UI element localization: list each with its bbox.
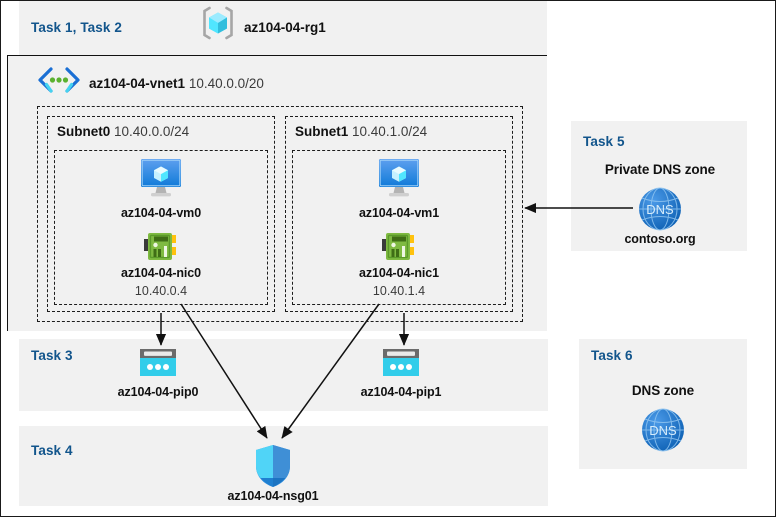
vm1-label: az104-04-vm1	[358, 206, 440, 220]
pip0-label: az104-04-pip0	[117, 385, 199, 399]
resource-group-name: az104-04-rg1	[244, 20, 326, 35]
nic0-label: az104-04-nic0	[121, 266, 201, 280]
subnet1-name: Subnet1	[295, 124, 349, 139]
subnet0-name: Subnet0	[57, 124, 111, 139]
virtual-machine-icon	[139, 158, 183, 198]
subnet1-inner-boundary	[292, 150, 506, 305]
task-label-4: Task 4	[31, 443, 73, 458]
virtual-machine-icon	[377, 158, 421, 198]
nic1-label: az104-04-nic1	[359, 266, 439, 280]
public-ip-address-icon	[138, 348, 178, 378]
network-interface-icon	[382, 231, 416, 263]
private-dns-heading: Private DNS zone	[604, 162, 716, 177]
subnet0-heading: Subnet0 10.40.0.0/24	[57, 124, 189, 139]
vnet-panel	[7, 55, 547, 331]
task-label-5: Task 5	[583, 134, 625, 149]
dns-icon-text: DNS	[646, 202, 674, 217]
network-interface-icon	[144, 231, 178, 263]
subnet0-cidr: 10.40.0.0/24	[114, 124, 190, 139]
vnet-address-space: 10.40.0.0/20	[188, 76, 264, 91]
virtual-network-icon	[37, 67, 81, 93]
vm0-label: az104-04-vm0	[120, 206, 202, 220]
task-label-1-2: Task 1, Task 2	[31, 20, 122, 35]
public-ip-panel	[19, 339, 548, 411]
subnet0-boundary	[47, 116, 275, 312]
network-security-group-shield-icon	[254, 444, 292, 488]
dns-globe-icon: DNS	[637, 186, 683, 232]
pip1-label: az104-04-pip1	[360, 385, 442, 399]
private-dns-name: contoso.org	[624, 232, 696, 246]
subnet1-heading: Subnet1 10.40.1.0/24	[295, 124, 427, 139]
resource-group-name-text: az104-04-rg1	[244, 20, 326, 35]
subnet0-inner-boundary	[54, 150, 268, 305]
vnet-heading: az104-04-vnet1 10.40.0.0/20	[89, 76, 264, 91]
subnet1-cidr: 10.40.1.0/24	[352, 124, 428, 139]
nic0-ip: 10.40.0.4	[134, 284, 188, 298]
public-ip-address-icon	[381, 348, 421, 378]
dns-zone-heading: DNS zone	[631, 383, 695, 398]
task-label-3: Task 3	[31, 348, 73, 363]
task-label-6: Task 6	[591, 348, 633, 363]
resource-group-cube-icon	[201, 6, 235, 40]
vnet-boundary	[37, 106, 523, 322]
nsg-label: az104-04-nsg01	[227, 489, 319, 503]
resource-group-panel	[19, 1, 547, 55]
nic1-ip: 10.40.1.4	[372, 284, 426, 298]
vnet-name: az104-04-vnet1	[89, 76, 186, 91]
dns-icon-text: DNS	[649, 423, 677, 438]
subnet1-boundary	[285, 116, 513, 312]
dns-globe-icon: DNS	[640, 407, 686, 453]
